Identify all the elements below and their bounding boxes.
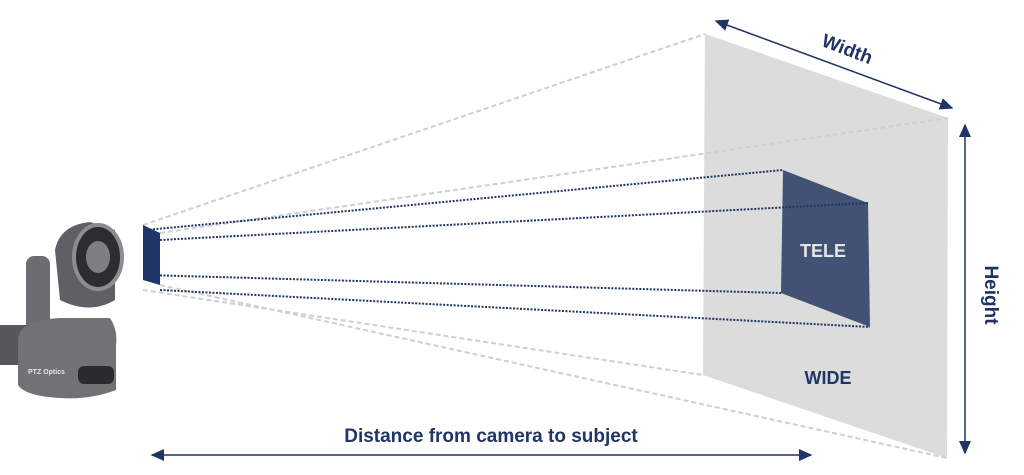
camera-brand-label: PTZ Optics — [28, 369, 65, 376]
width-label: Width — [819, 31, 876, 69]
width-arrow — [714, 19, 954, 110]
tele-label: TELE — [800, 241, 846, 261]
camera-sensor — [143, 225, 160, 285]
ptz-camera-image: PTZ Optics — [0, 222, 124, 399]
distance-label: Distance from camera to subject — [344, 426, 638, 447]
tele-plane — [781, 170, 870, 327]
wide-frustum-lines — [142, 33, 949, 459]
wide-label: WIDE — [805, 368, 852, 388]
height-label: Height — [980, 265, 1001, 325]
tele-frustum-lines — [145, 169, 871, 328]
